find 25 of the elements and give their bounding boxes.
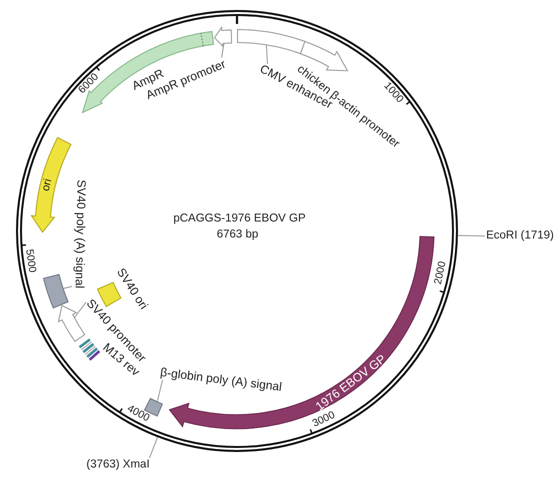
plasmid-size: 6763 bp [216, 228, 258, 241]
leader-line [266, 44, 268, 64]
feature-label: SV40 poly (A) signal [72, 179, 88, 288]
signal-feature [42, 272, 70, 310]
leader-line [149, 436, 158, 458]
position-label: 4000 [124, 403, 151, 425]
origin-feature [30, 136, 72, 234]
restriction-site-label: EcoRI (1719) [486, 230, 554, 242]
restriction-site-label: (3763) XmaI [86, 458, 150, 472]
primer-site-marks [78, 338, 101, 362]
position-label: 5000 [22, 248, 38, 274]
plasmid-map-ring [16, 10, 458, 452]
promoter-feature [212, 26, 234, 48]
feature-label: ori [40, 178, 55, 192]
feature-label: β-globin poly (A) signal [159, 366, 282, 394]
plasmid-name: pCAGGS-1976 EBOV GP [173, 212, 306, 225]
leader-line [457, 234, 486, 236]
position-label: 2000 [432, 260, 449, 286]
position-label: 3000 [311, 409, 338, 430]
leader-line [62, 286, 73, 289]
leader-line [74, 302, 87, 318]
promoter-feature [56, 304, 86, 342]
leader-line [156, 379, 164, 403]
enhancer-feature [236, 28, 306, 56]
leader-line [221, 42, 224, 58]
